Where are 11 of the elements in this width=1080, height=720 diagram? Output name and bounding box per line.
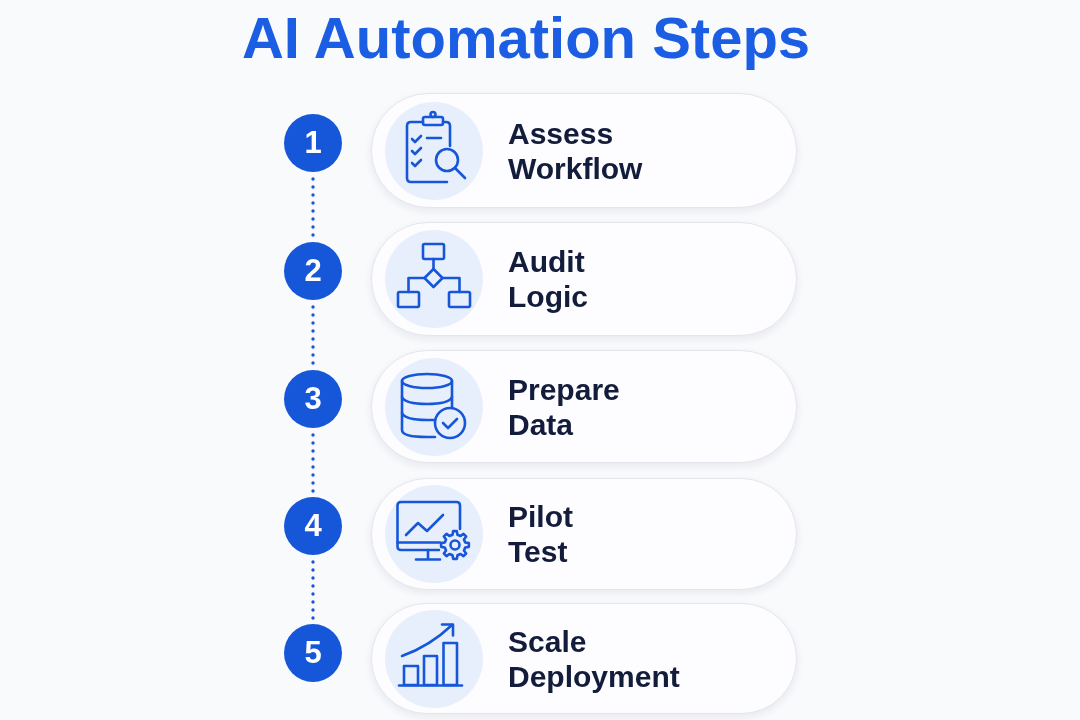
step-number-circle: 1 xyxy=(284,114,342,172)
step-number-circle: 5 xyxy=(284,624,342,682)
title: AI Automation Steps xyxy=(241,5,811,72)
step-title: Assess Workflow xyxy=(508,115,643,186)
step-title: Audit Logic xyxy=(508,244,588,314)
step-title: Scale Deployment xyxy=(508,623,680,694)
step-number-circle: 4 xyxy=(284,497,342,555)
step-title: Prepare Data xyxy=(508,371,620,442)
step-title: Pilot Test xyxy=(508,499,573,569)
step-number-circle: 2 xyxy=(284,242,342,300)
step-number-circle: 3 xyxy=(284,370,342,428)
